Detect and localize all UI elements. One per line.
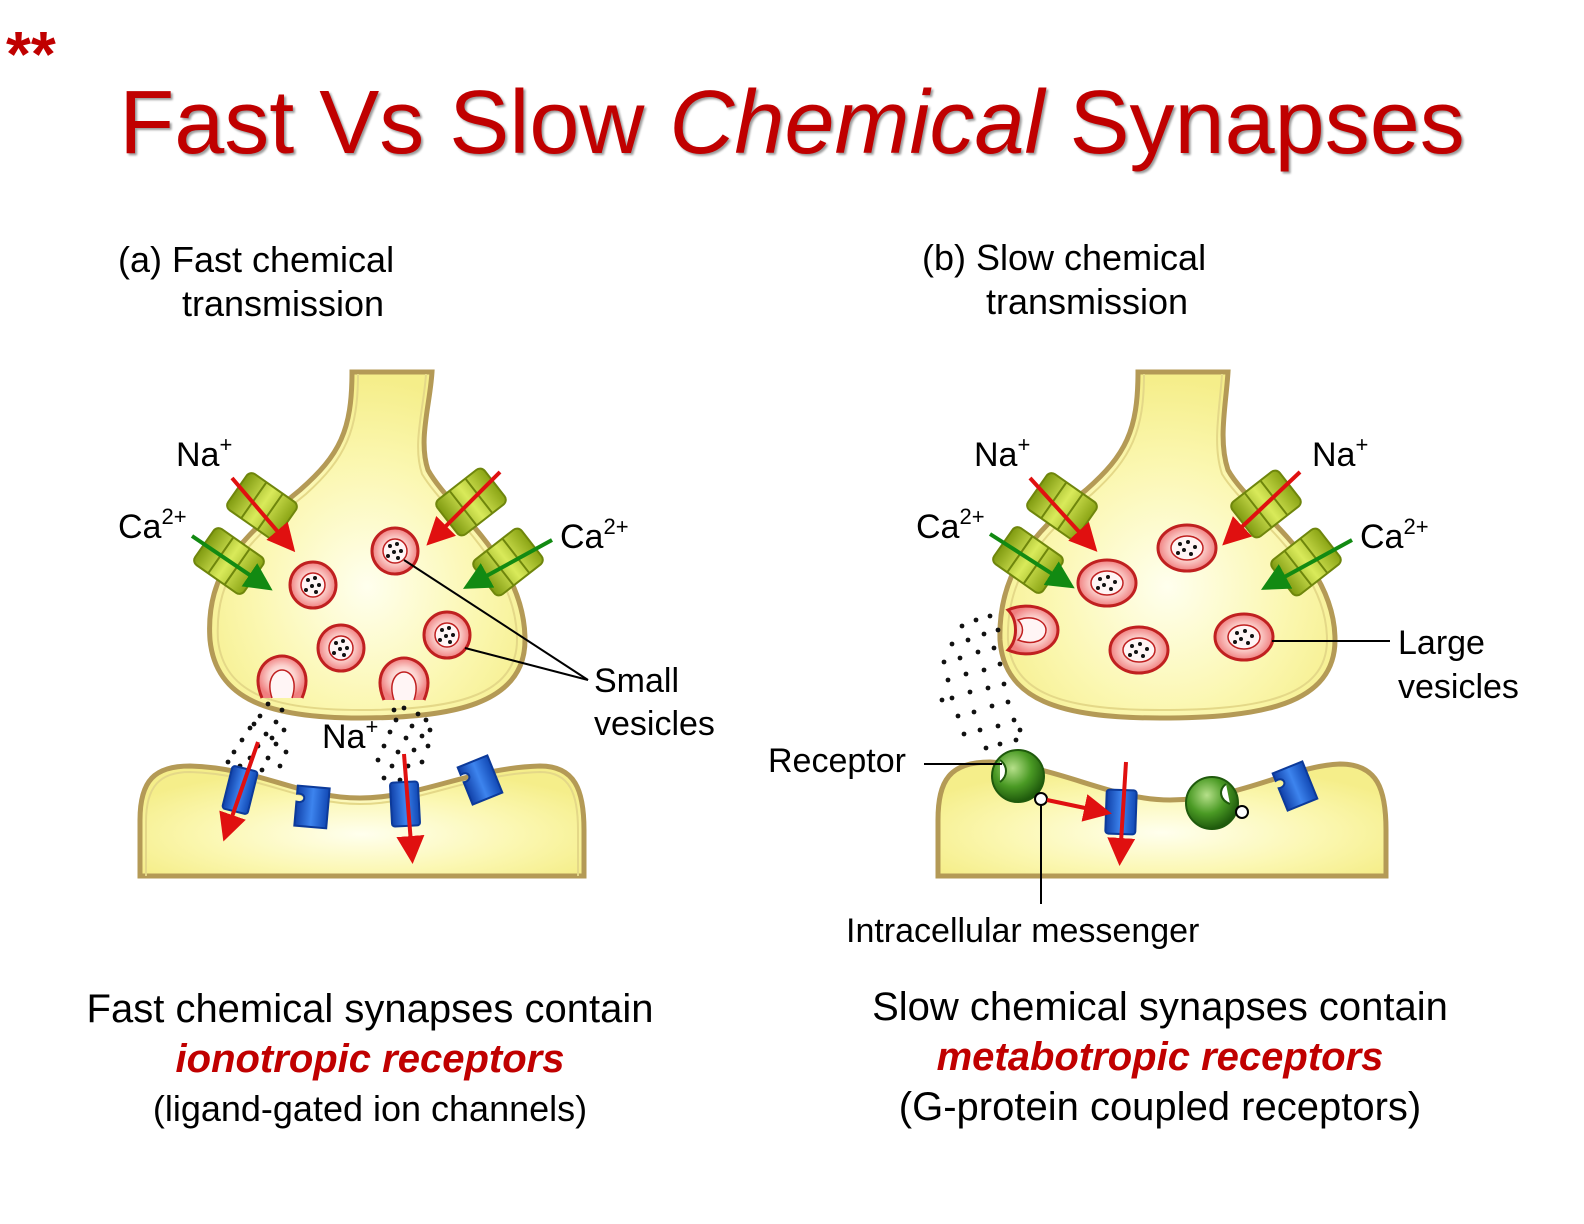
label-small-vesicles-1: Small <box>594 662 679 700</box>
label-large-vesicles-2: vesicles <box>1398 668 1519 706</box>
panel-b-heading-line1: (b) Slow chemical <box>922 237 1207 278</box>
caption-fast: Fast chemical synapses contain ionotropi… <box>40 984 700 1134</box>
caption-slow-emphasis: metabotropic receptors <box>936 1035 1384 1079</box>
na-influx-arrow-a-1 <box>219 741 260 842</box>
influx-arrow-b <box>1107 761 1136 866</box>
ca-arrow-a-left <box>190 534 273 591</box>
ca-arrow-b-right <box>1260 538 1353 590</box>
small-vesicles-leader-1 <box>403 559 589 681</box>
slide-title: Fast Vs Slow Chemical Synapses <box>0 78 1584 168</box>
ca-arrow-a-right <box>462 538 553 589</box>
panel-a-heading: (a) Fast chemical transmission <box>118 238 394 326</box>
panel-b-heading: (b) Slow chemical transmission <box>922 236 1206 324</box>
neurotransmitter-a-right <box>375 705 433 783</box>
metabotropic-receptor-b-1 <box>991 749 1048 806</box>
large-vesicle-b-3 <box>1108 625 1170 675</box>
large-vesicle-b-2 <box>1076 558 1138 608</box>
label-ca-a-left: Ca2+ <box>118 504 187 546</box>
importance-stars: ** <box>6 18 56 90</box>
large-vesicle-b-4 <box>1213 612 1275 662</box>
ion-channel-b-2 <box>1271 760 1319 812</box>
presynaptic-terminal-a <box>207 369 528 721</box>
panel-a-heading-line1: (a) Fast chemical <box>118 239 395 280</box>
na-arrow-a-left <box>230 476 296 553</box>
large-vesicle-b-1 <box>1156 523 1218 573</box>
neurotransmitter-b <box>939 613 1023 751</box>
caption-fast-line3: (ligand-gated ion channels) <box>152 1088 588 1129</box>
label-ca-a-right: Ca2+ <box>560 514 629 556</box>
caption-slow-line3: (G-protein coupled receptors) <box>898 1085 1422 1129</box>
label-na-a-left: Na+ <box>176 432 232 474</box>
na-arrow-b-left <box>1028 476 1098 552</box>
ca-arrow-b-left <box>988 532 1075 589</box>
neurotransmitter-a-left <box>225 701 289 773</box>
vesicle-a-4 <box>422 610 472 660</box>
label-intracellular-messenger: Intracellular messenger <box>846 912 1199 950</box>
caption-slow: Slow chemical synapses contain metabotro… <box>820 982 1500 1132</box>
vesicle-a-2 <box>370 526 420 576</box>
fusing-vesicle-a-1 <box>256 654 308 699</box>
panel-b-diagram: Na+ Na+ Ca2+ Ca2+ Large vesicles Recepto… <box>768 369 1519 950</box>
label-small-vesicles-2: vesicles <box>594 705 715 743</box>
ionotropic-receptor-a-3 <box>389 780 421 828</box>
metabotropic-receptor-b-2 <box>1185 776 1249 830</box>
label-large-vesicles-1: Large <box>1398 624 1485 662</box>
postsynaptic-cell-b <box>935 759 1389 879</box>
label-receptor: Receptor <box>768 742 906 780</box>
caption-fast-line1: Fast chemical synapses contain <box>86 987 654 1031</box>
na-arrow-a-right <box>426 470 502 546</box>
label-na-b-right: Na+ <box>1312 432 1368 474</box>
panel-a-diagram: Na+ Ca2+ Ca2+ Na+ Small vesicles <box>118 369 715 879</box>
na-arrow-b-right <box>1222 470 1302 546</box>
postsynaptic-cell-a <box>137 763 587 879</box>
ionotropic-receptor-a-4 <box>456 754 504 806</box>
messenger-arrow-b <box>1046 794 1112 822</box>
label-ca-b-left: Ca2+ <box>916 504 985 546</box>
fusing-vesicle-b <box>1005 604 1060 656</box>
label-na-a-cleft: Na+ <box>322 714 378 756</box>
ionotropic-receptor-a-2 <box>293 784 331 830</box>
small-vesicles-leader-2 <box>464 647 589 681</box>
vesicle-a-1 <box>288 560 338 610</box>
na-influx-arrow-a-2 <box>396 753 425 864</box>
title-part-1: Fast Vs Slow <box>119 73 670 173</box>
vesicle-a-3 <box>316 623 366 673</box>
panel-b-heading-line2: transmission <box>986 281 1189 322</box>
panel-a-heading-line2: transmission <box>182 283 385 324</box>
caption-slow-line1: Slow chemical synapses contain <box>872 985 1448 1029</box>
fusing-vesicle-a-2 <box>378 656 430 701</box>
label-na-b-left: Na+ <box>974 432 1030 474</box>
title-part-2: Synapses <box>1044 73 1465 173</box>
title-emphasis: Chemical <box>669 73 1045 173</box>
label-ca-b-right: Ca2+ <box>1360 514 1429 556</box>
caption-fast-emphasis: ionotropic receptors <box>175 1037 565 1081</box>
